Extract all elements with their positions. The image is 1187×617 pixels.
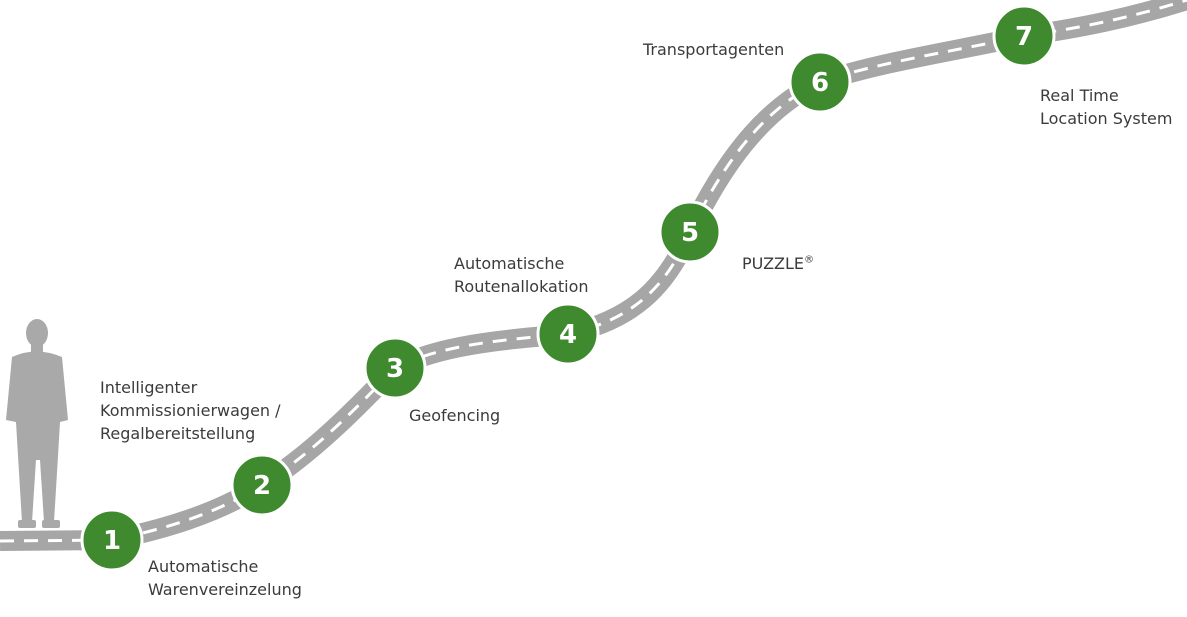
step-marker-6: 6 bbox=[788, 50, 852, 114]
puzzle-label-text: PUZZLE bbox=[742, 254, 805, 273]
step-marker-2: 2 bbox=[230, 453, 294, 517]
step-marker-4: 4 bbox=[536, 302, 600, 366]
step-marker-1: 1 bbox=[80, 508, 144, 572]
road bbox=[0, 0, 1187, 551]
step-number: 6 bbox=[811, 68, 829, 98]
step-marker-7: 7 bbox=[992, 4, 1056, 68]
step-label-3: Geofencing bbox=[409, 406, 501, 425]
step-label-4: Automatische Routenallokation bbox=[454, 254, 589, 296]
registered-mark: ® bbox=[804, 254, 815, 266]
step-marker-3: 3 bbox=[363, 336, 427, 400]
person-silhouette bbox=[6, 319, 68, 528]
road-center-dashes bbox=[0, 0, 1187, 541]
step-label-5: PUZZLE® bbox=[742, 229, 814, 275]
step-label-6: Transportagenten bbox=[643, 40, 785, 59]
step-number: 1 bbox=[103, 526, 121, 556]
step-number: 2 bbox=[253, 471, 271, 501]
step-label-2: Intelligenter Kommissionierwagen / Regal… bbox=[100, 378, 281, 443]
step-label-1: Automatische Warenvereinzelung bbox=[148, 557, 302, 599]
step-label-7: Real Time Location System bbox=[1040, 86, 1173, 128]
step-number: 5 bbox=[681, 218, 699, 248]
step-number: 4 bbox=[559, 320, 577, 350]
step-number: 7 bbox=[1015, 22, 1033, 52]
step-marker-5: 5 bbox=[658, 200, 722, 264]
step-number: 3 bbox=[386, 354, 404, 384]
